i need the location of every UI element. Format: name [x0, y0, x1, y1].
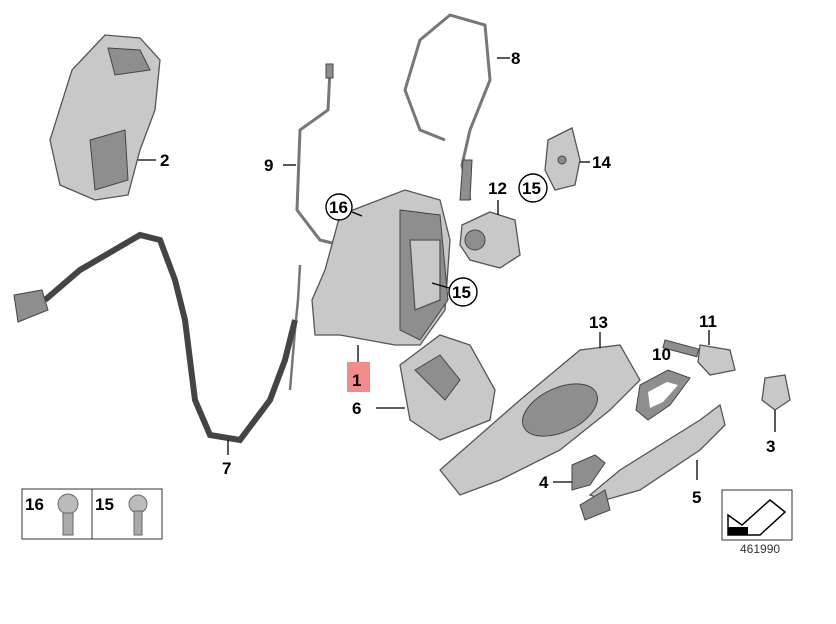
screw-15-head-icon [128, 494, 148, 514]
part-7-connector [13, 289, 49, 323]
part-12-actuator[interactable] [459, 211, 521, 269]
callout-12[interactable]: 12 [488, 179, 507, 198]
callout-7[interactable]: 7 [222, 459, 231, 478]
legend-label-16: 16 [25, 495, 44, 514]
part-2-lock-actuator[interactable] [49, 34, 161, 201]
callout-10[interactable]: 10 [652, 345, 671, 364]
screw-legend: 16 15 [21, 488, 163, 540]
callout-15a[interactable]: 15 [522, 179, 541, 198]
callout-15a-circle [518, 173, 548, 203]
callout-9[interactable]: 9 [264, 156, 273, 175]
callout-2[interactable]: 2 [160, 151, 169, 170]
part-8-cable[interactable] [403, 13, 492, 201]
legend-label-15: 15 [95, 495, 114, 514]
callout-8[interactable]: 8 [511, 49, 520, 68]
part-14-striker[interactable] [544, 127, 581, 191]
diagram-number: 461990 [740, 542, 780, 556]
part-1-rod [288, 264, 302, 391]
callout-14[interactable]: 14 [592, 153, 611, 172]
leader-15b [431, 282, 450, 289]
callout-6[interactable]: 6 [352, 399, 361, 418]
part-9-rod-tip [325, 63, 334, 79]
callout-15b[interactable]: 15 [452, 283, 471, 302]
screw-16-shaft-icon [62, 512, 74, 536]
part-10-gasket-hole [648, 382, 678, 408]
part-11-lock-cylinder[interactable] [662, 339, 736, 376]
leader-16 [351, 211, 363, 217]
orientation-symbol [721, 489, 793, 541]
part-4-seal[interactable] [571, 454, 606, 491]
part-7-wiring-harness[interactable] [43, 231, 298, 444]
part-8-cable-end [459, 159, 473, 201]
callout-11[interactable]: 11 [699, 312, 717, 331]
callout-16[interactable]: 16 [329, 198, 348, 217]
part-3-cap[interactable] [761, 374, 791, 411]
callout-1[interactable]: 1 [352, 371, 361, 390]
part-5-door-handle[interactable] [588, 403, 726, 501]
callout-1-highlight [347, 362, 370, 392]
screw-16-head-icon [57, 493, 79, 515]
part-1-door-lock[interactable] [311, 189, 451, 346]
callout-3[interactable]: 3 [766, 437, 775, 456]
callout-4[interactable]: 4 [539, 473, 549, 492]
part-6-cover[interactable] [399, 334, 496, 441]
callout-13[interactable]: 13 [589, 313, 608, 332]
callout-16-circle [325, 193, 353, 221]
callout-5[interactable]: 5 [692, 488, 701, 507]
part-13-handle-carrier[interactable] [439, 344, 641, 496]
part-5-handle-tab [579, 489, 611, 521]
part-9-rod[interactable] [295, 69, 341, 247]
callout-15b-circle [448, 277, 478, 307]
screw-15-shaft-icon [133, 510, 143, 536]
